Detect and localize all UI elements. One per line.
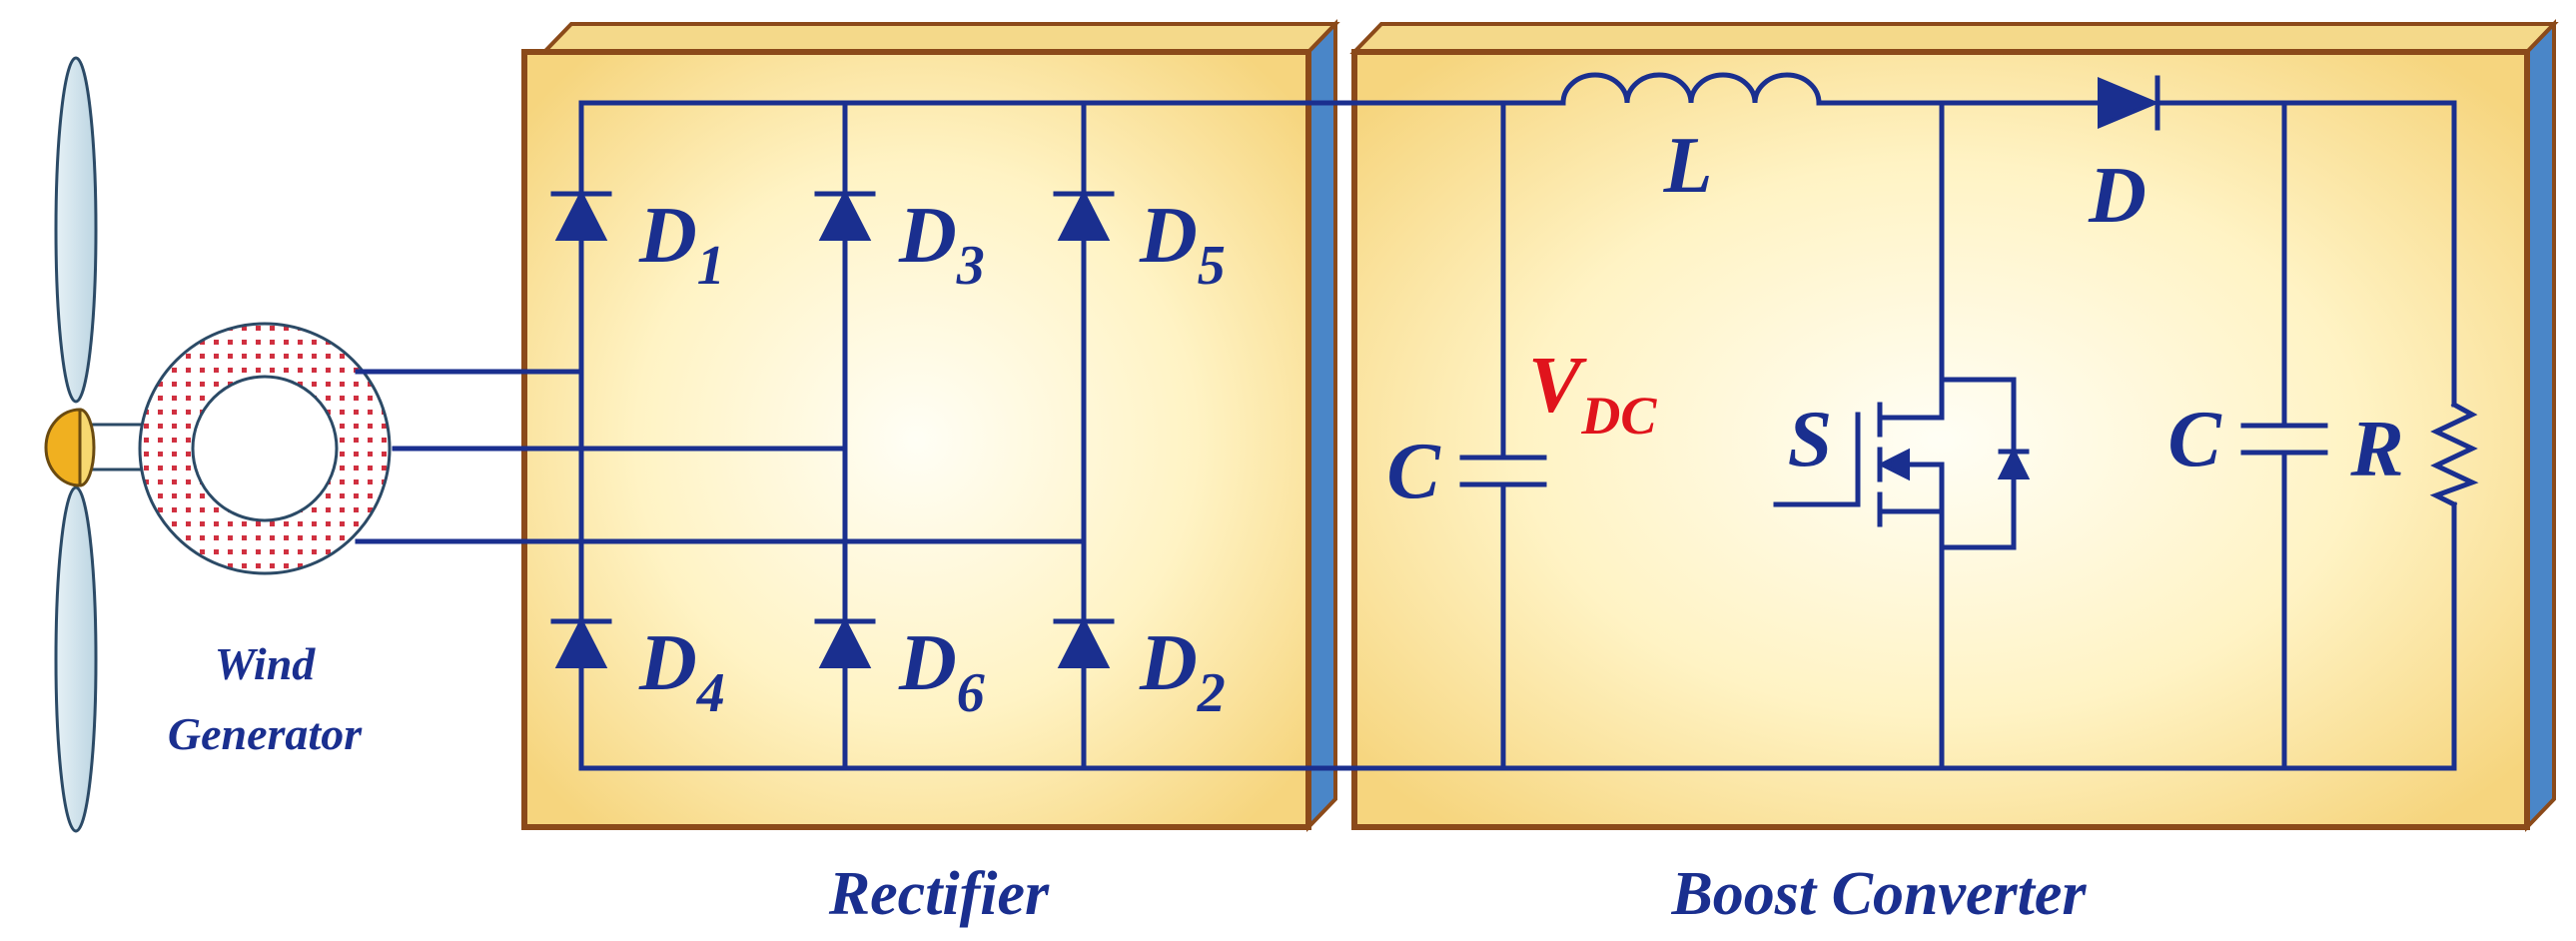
diode-label-d4-main: D	[638, 619, 697, 707]
diode-d4	[550, 616, 612, 668]
diode-label-d5-sub: 5	[1198, 235, 1226, 297]
diode-label-d1: D1	[638, 192, 725, 297]
switch-label: S	[1788, 396, 1833, 483]
diode-d5	[1053, 189, 1115, 241]
wind-turbine-icon	[44, 56, 160, 833]
diode-d1	[550, 189, 612, 241]
rectifier-caption: Rectifier	[828, 860, 1050, 928]
diode-label-d1-sub: 1	[697, 235, 725, 297]
generator-icon	[138, 322, 392, 575]
output-capacitor-symbol-icon	[2240, 423, 2328, 456]
diode-label-d5: D5	[1139, 192, 1226, 297]
output-capacitor-label: C	[2167, 396, 2222, 483]
diode-label-d1-main: D	[638, 192, 697, 280]
diode-label-d3: D3	[898, 192, 985, 297]
input-capacitor-symbol-icon	[1459, 455, 1547, 487]
inductor-symbol-icon	[1560, 72, 1822, 106]
vdc-label: VDC	[1528, 342, 1657, 446]
inductor-label: L	[1663, 122, 1713, 210]
diode-label-d2: D2	[1139, 619, 1226, 724]
boost-wiring	[1081, 100, 2457, 771]
vdc-label-main: V	[1528, 342, 1587, 430]
resistor-label: R	[2349, 406, 2403, 493]
vdc-label-sub: DC	[1580, 386, 1657, 446]
diode-label-d4-sub: 4	[696, 662, 725, 724]
diode-label-d3-sub: 3	[956, 235, 985, 297]
diode-label-d2-main: D	[1139, 619, 1198, 707]
generator-label-line1: Wind	[215, 638, 317, 689]
generator-label-line2: Generator	[168, 708, 363, 759]
diode-label-d6-sub: 6	[957, 662, 985, 724]
mosfet-symbol-icon	[1773, 377, 2031, 550]
resistor-symbol-icon	[2429, 401, 2479, 508]
diode-label-d4: D4	[638, 619, 725, 724]
diode-label-d3-main: D	[898, 192, 957, 280]
diode-d3	[814, 189, 876, 241]
diode-label-d6: D6	[898, 619, 985, 724]
diode-label-d6-main: D	[898, 619, 957, 707]
rectifier-panel	[521, 19, 1340, 832]
diode-label-d2-sub: 2	[1197, 662, 1226, 724]
diode-d2	[1053, 616, 1115, 668]
diode-d6	[814, 616, 876, 668]
diode-label-d5-main: D	[1139, 192, 1198, 280]
boost-diode-label: D	[2088, 152, 2147, 240]
boost-converter-caption: Boost Converter	[1670, 860, 2087, 928]
boost-diode-symbol-icon	[2098, 75, 2160, 131]
input-capacitor-label: C	[1386, 428, 1441, 515]
